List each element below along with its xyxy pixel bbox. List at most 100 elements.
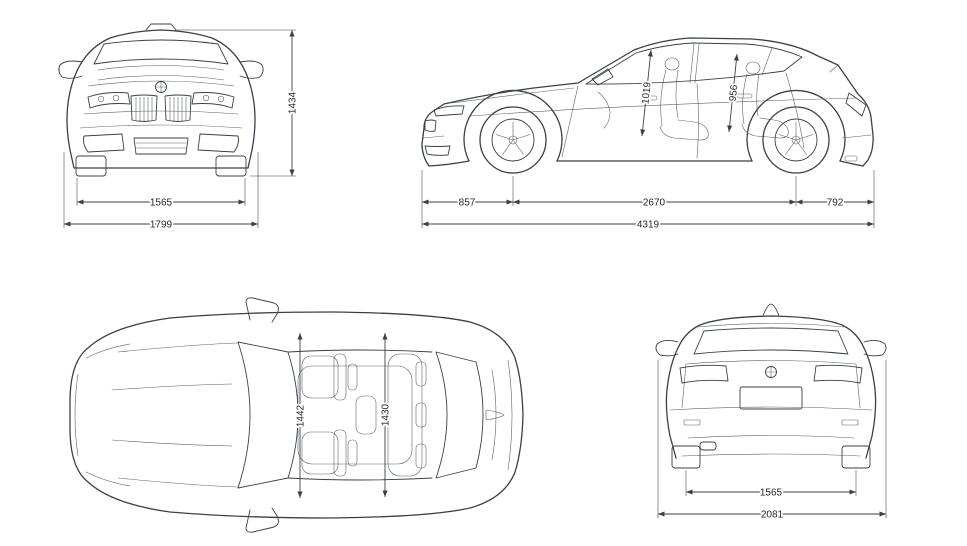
front-wheel-spokes (495, 121, 531, 155)
door-seams (561, 72, 805, 159)
left-headlight (87, 92, 131, 109)
front-seat-profile (659, 69, 709, 141)
rear-tire (762, 106, 830, 174)
left-headlight-ring-outer (97, 95, 105, 103)
top-front-seats (301, 353, 358, 477)
side-lower-body (428, 160, 864, 167)
rear-wheel (762, 106, 830, 174)
glasshouse (585, 42, 803, 85)
side-grille (424, 119, 437, 132)
left-reflector (683, 419, 701, 426)
hood-creases (87, 75, 235, 87)
side-mirror (591, 68, 614, 86)
front-bumper-seam (422, 135, 445, 139)
rear-left-mirror (655, 339, 679, 357)
headlight-arcs-top (85, 343, 131, 487)
antenna-fin-top (485, 409, 505, 421)
driver-seat-cushion (301, 355, 339, 399)
left-taillight (679, 364, 729, 384)
left-headlight-ring-inner (112, 94, 120, 102)
rear-headrest (745, 61, 761, 75)
dim-label-front-width: 1799 (150, 220, 173, 231)
dim-label-rear-interior-height: 956 (728, 84, 741, 102)
dim-label-rear-interior-width: 1430 (381, 403, 392, 426)
grille-slats (135, 96, 187, 122)
side-view-dimensions: 1019 956 857 2670 792 4319 (421, 49, 875, 232)
spoiler-line (697, 323, 845, 328)
right-headlight (191, 92, 235, 109)
right-headlight-ring-outer (217, 95, 225, 103)
left-intake (83, 133, 125, 153)
rear-view (655, 303, 887, 469)
dim-label-overall-length: 4319 (637, 220, 660, 231)
side-headlight (433, 105, 465, 117)
top-body-outline (69, 311, 524, 519)
antenna-fin (762, 303, 780, 317)
right-headlight-ring-inner (202, 94, 210, 102)
rear-window-top (435, 351, 484, 479)
dim-label-front-overhang: 857 (459, 198, 476, 209)
dim-label-front-interior-height: 1019 (640, 81, 653, 105)
dim-label-rear-track: 1565 (760, 488, 783, 499)
rear-bumper-seam (829, 64, 872, 139)
driver-headrest-top (347, 363, 358, 391)
front-extension-lines (63, 29, 296, 228)
front-view (58, 23, 264, 177)
bumper-lines (79, 110, 243, 129)
rear-window (693, 327, 849, 355)
top-view (69, 297, 524, 533)
side-body-outline (421, 37, 874, 167)
side-extension-lines (421, 170, 875, 228)
rear-end-lines (491, 359, 513, 471)
rear-right-tire (841, 445, 871, 469)
front-view-dimensions: 1565 1799 1434 (63, 29, 300, 232)
rear-headrest-center (415, 402, 427, 428)
dim-label-rear-overhang: 792 (827, 198, 844, 209)
roundel-cross (155, 81, 167, 93)
top-right-mirror (245, 507, 279, 533)
b-pillar (689, 43, 700, 84)
dim-label-front-track: 1565 (150, 198, 173, 209)
windshield (93, 39, 229, 65)
cowl-line (97, 65, 225, 71)
right-mirror (239, 60, 264, 79)
dim-label-front-interior-width: 1442 (296, 404, 307, 427)
rear-rim (774, 118, 818, 162)
sunroof (297, 365, 413, 465)
front-wheel-arch (463, 89, 563, 162)
front-bumper-arc (74, 373, 79, 457)
front-wheel (479, 106, 547, 174)
center-console (355, 395, 377, 435)
bumper-top-line (669, 406, 873, 411)
left-mirror (58, 60, 83, 79)
front-rim (491, 118, 535, 162)
roof-antenna (145, 23, 177, 31)
passenger-headrest-top (347, 439, 358, 467)
dim-label-wheelbase: 2670 (643, 198, 666, 209)
right-reflector (841, 419, 859, 426)
front-body-outline (66, 29, 256, 169)
top-view-dimensions: 1442 1430 (294, 333, 393, 498)
dashboard-line (597, 91, 611, 129)
rear-right-mirror (863, 339, 887, 357)
roof-side-lines (287, 349, 433, 481)
license-plate (739, 386, 803, 410)
dim-label-front-height: 1434 (288, 91, 299, 114)
top-left-mirror (245, 297, 279, 323)
roundel-cross-rear (765, 366, 777, 378)
c-pillar-divider (761, 47, 773, 76)
exhaust-rear (699, 441, 717, 451)
tailgate-lines (681, 360, 861, 409)
front-left-tire (75, 155, 107, 177)
windshield-top (237, 341, 299, 489)
rear-seat (741, 61, 789, 139)
rear-headrest-right (415, 443, 427, 469)
front-tire (479, 106, 547, 174)
rear-wheel-spokes (778, 121, 814, 155)
passenger-seat-back (333, 429, 347, 477)
front-headrest (664, 57, 680, 71)
rear-bench-outline (387, 353, 423, 477)
rear-headrest-left (415, 361, 427, 387)
